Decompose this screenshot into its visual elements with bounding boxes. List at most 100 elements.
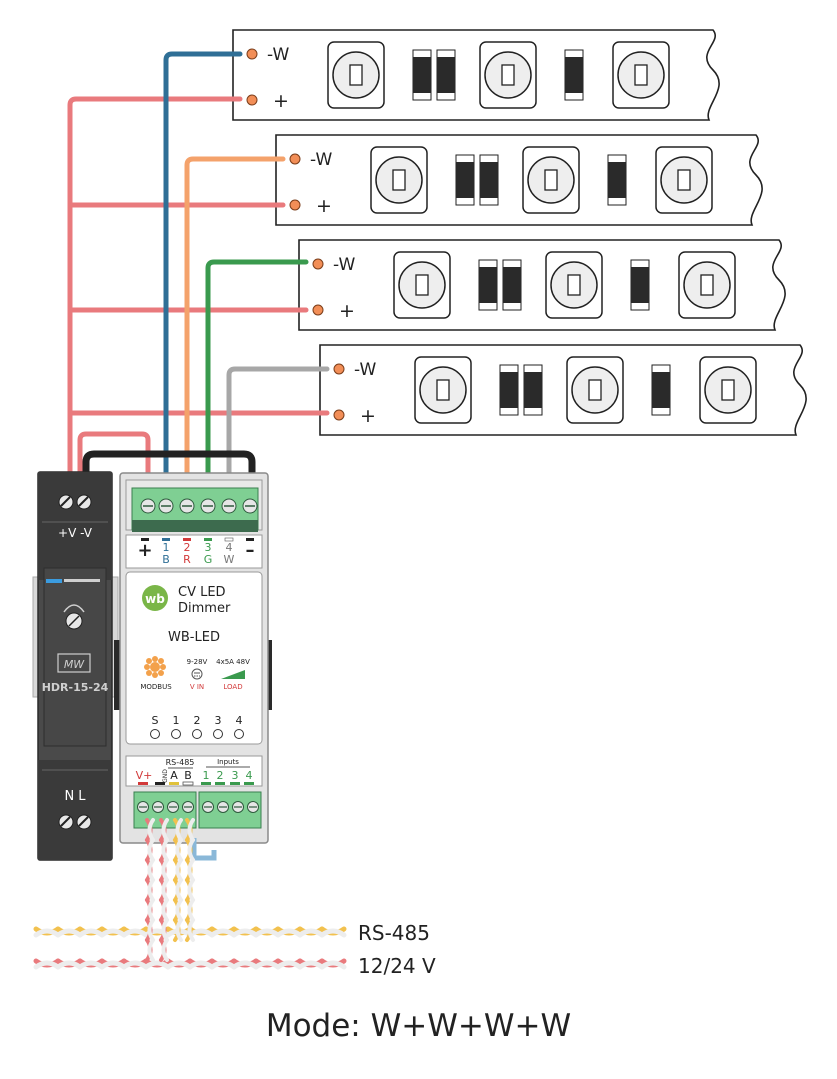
input-4-label: 4: [246, 769, 253, 782]
mode-caption: Mode: W+W+W+W: [265, 1008, 572, 1044]
dimmer-title-line1: CV LED: [178, 585, 226, 600]
wb-logo: [142, 585, 168, 611]
modbus-label: MODBUS: [140, 683, 172, 691]
status-led-label: 2: [194, 714, 201, 727]
resistor-icon: [564, 49, 584, 101]
status-led-label: 3: [215, 714, 222, 727]
wire: [77, 431, 151, 503]
channel-label: 2: [184, 541, 191, 554]
resistor-icon: [651, 364, 671, 416]
led-chip-icon: [479, 41, 537, 109]
wire: [163, 51, 243, 503]
load-ramp-icon: [221, 670, 245, 679]
resistor-icon: [478, 259, 498, 311]
pad-plus-icon: [333, 409, 345, 421]
led-strips: -W+-W+-W+-W+: [232, 29, 807, 436]
resistor-icon: [479, 154, 499, 206]
gnd-label: GND: [162, 769, 169, 783]
wire: [184, 156, 286, 503]
pad-plus-icon: [289, 199, 301, 211]
input-2-label: 2: [217, 769, 224, 782]
led-chip-icon: [370, 146, 428, 214]
led-chip-icon: [327, 41, 385, 109]
resistor-icon: [436, 49, 456, 101]
dimmer-model: WB-LED: [168, 630, 220, 645]
resistor-icon: [412, 49, 432, 101]
power-cable-label: 12/24 V: [358, 954, 436, 978]
dc-symbol-icon: [191, 668, 203, 680]
resistor-icon: [502, 259, 522, 311]
led-strip-2: -W +: [275, 134, 763, 226]
led-chip-icon: [545, 251, 603, 319]
load-label: LOAD: [223, 683, 242, 691]
channel-label: 1: [163, 541, 170, 554]
strip-plus-label: +: [273, 90, 289, 112]
input-1-label: 1: [203, 769, 210, 782]
channel-label: 4: [226, 541, 233, 554]
channel-sub-label: R: [183, 553, 191, 566]
wire: [67, 96, 243, 483]
pad-plus-icon: [246, 94, 258, 106]
pad-minus-icon: [246, 48, 258, 60]
pad-minus-icon: [312, 258, 324, 270]
svg-text:MW: MW: [64, 658, 85, 671]
channel-sub-label: G: [204, 553, 213, 566]
resistor-icon: [499, 364, 519, 416]
pad-minus-icon: [333, 363, 345, 375]
rs485-cable-label: RS-485: [358, 921, 430, 945]
status-led-icon: [213, 729, 223, 739]
strip-minus-label: -W: [267, 45, 289, 65]
led-chip-icon: [612, 41, 670, 109]
strip-minus-label: -W: [333, 255, 355, 275]
strip-plus-label: +: [316, 195, 332, 217]
status-led-label: 4: [236, 714, 243, 727]
strip-minus-label: -W: [310, 150, 332, 170]
led-chip-icon: [699, 356, 757, 424]
input-3-label: 3: [232, 769, 239, 782]
resistor-icon: [607, 154, 627, 206]
devices: +V -V MW HDR-15-24 N L: [32, 471, 272, 861]
status-led-icon: [192, 729, 202, 739]
led-chip-icon: [522, 146, 580, 214]
status-led-label: 1: [173, 714, 180, 727]
meanwell-logo: [57, 653, 91, 673]
b-label: B: [184, 769, 192, 782]
led-strip-3: -W +: [298, 239, 786, 331]
dimmer-title-line2: Dimmer: [178, 601, 231, 616]
rs485-label: RS-485: [166, 758, 195, 767]
vplus-label: V+: [136, 769, 153, 782]
psu-model-label: HDR-15-24: [42, 681, 109, 694]
twisted-cables: [33, 818, 347, 970]
a-label: A: [170, 769, 178, 782]
resistor-icon: [630, 259, 650, 311]
status-led-label: S: [152, 714, 159, 727]
led-strip-1: -W +: [232, 29, 720, 121]
wires: [67, 51, 330, 504]
led-chip-icon: [655, 146, 713, 214]
vin-range: 9-28V: [187, 658, 208, 666]
strip-plus-label: +: [360, 405, 376, 427]
status-led-icon: [234, 729, 244, 739]
channel-label: +: [137, 540, 152, 561]
status-led-icon: [150, 729, 160, 739]
pad-minus-icon: [289, 153, 301, 165]
channel-label: –: [246, 540, 255, 561]
led-chip-icon: [414, 356, 472, 424]
strip-plus-label: +: [339, 300, 355, 322]
inputs-label: Inputs: [217, 758, 239, 766]
svg-text:wb: wb: [145, 592, 165, 606]
led-strip-4: -W+: [319, 344, 807, 436]
led-chip-icon: [678, 251, 736, 319]
power-supply: +V -V MW HDR-15-24 N L: [32, 471, 119, 861]
load-rating: 4x5A 48V: [216, 658, 250, 666]
wire: [82, 450, 256, 504]
status-led-icon: [171, 729, 181, 739]
led-chip-icon: [393, 251, 451, 319]
psu-bottom-terminal-label: N L: [64, 789, 86, 804]
adjust-arc-icon: [63, 604, 85, 613]
resistor-icon: [523, 364, 543, 416]
resistor-icon: [455, 154, 475, 206]
modbus-icon: [144, 656, 166, 678]
vin-label: V IN: [190, 683, 204, 691]
